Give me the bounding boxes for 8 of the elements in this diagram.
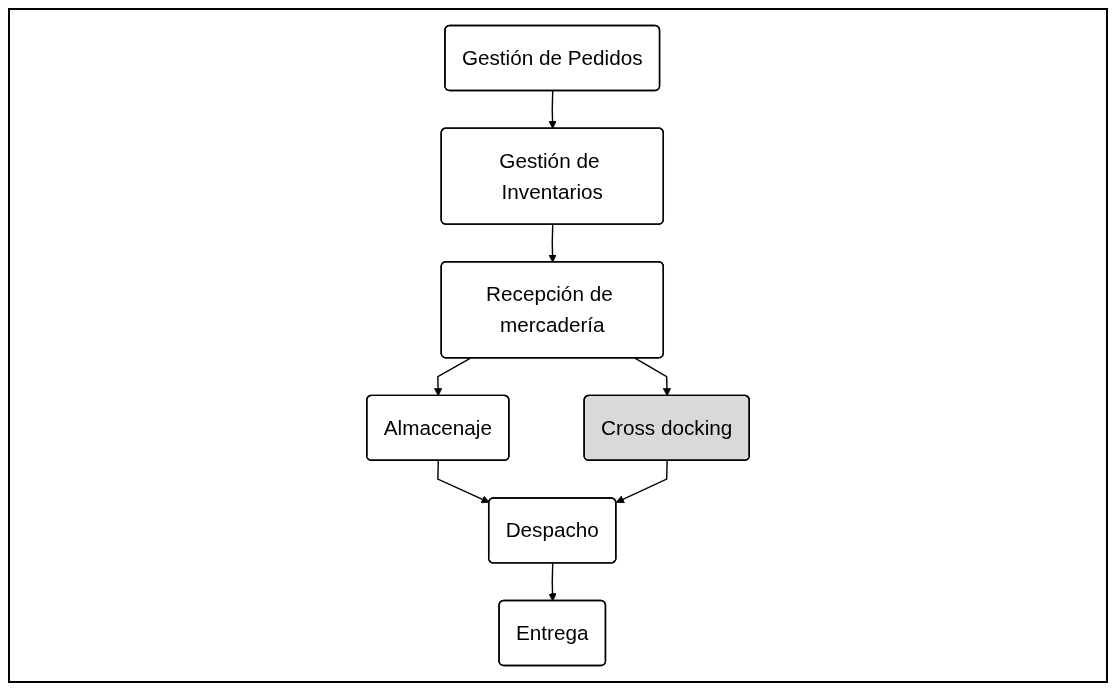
diagram-frame: Gestión de Pedidos Gestión de Inventarios Recepción de mercadería Almacenaje Cross docking Despacho Entrega bbox=[8, 8, 1108, 683]
arrow bbox=[548, 223, 557, 263]
arrow bbox=[437, 460, 490, 504]
arrow bbox=[615, 460, 668, 504]
arrow bbox=[634, 357, 672, 397]
arrow bbox=[548, 90, 557, 129]
arrow bbox=[433, 357, 472, 397]
arrow bbox=[548, 562, 557, 602]
